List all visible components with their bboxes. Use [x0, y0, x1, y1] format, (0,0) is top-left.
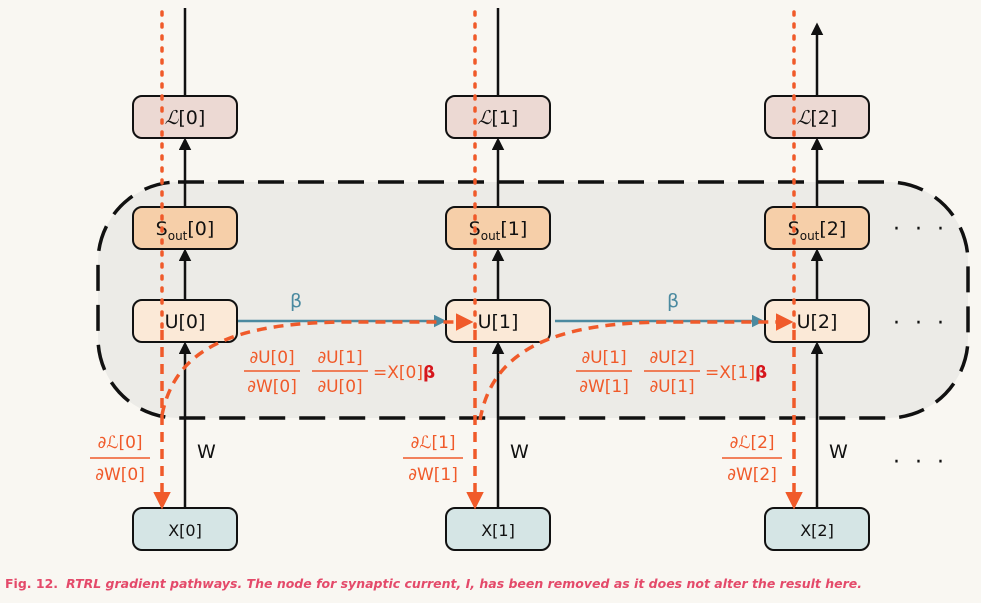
weight-label-1: W [510, 441, 529, 463]
loss-node-2 [764, 95, 870, 139]
loss-node-1 [445, 95, 551, 139]
loss-label-0: ℒ[0] [165, 107, 206, 129]
svg-text:∂U[0]: ∂U[0] [249, 348, 294, 368]
membrane-label-0: U[0] [165, 311, 206, 333]
figure-caption-text: RTRL gradient pathways. The node for syn… [66, 576, 863, 591]
weight-label-0: W [197, 441, 216, 463]
svg-text:∂U[0]: ∂U[0] [317, 377, 362, 397]
svg-text:∂W[1]: ∂W[1] [579, 377, 629, 397]
membrane-node-0 [132, 299, 238, 343]
beta-label-0: β [290, 290, 302, 312]
ellipsis-spike-row: · · · [893, 217, 948, 242]
spike-node-0 [132, 206, 238, 250]
loss-grad-den-1: ∂W[1] [408, 465, 458, 485]
svg-text:∂U[1]: ∂U[1] [581, 348, 626, 368]
input-label-2: X[2] [800, 521, 834, 540]
transition-expr-1: ∂U[1] ∂W[1] ∂U[2] ∂U[1] =X[1]β [576, 348, 767, 397]
grad-path-curve-1 [478, 313, 794, 421]
loss-grad-num-1: ∂ℒ[1] [410, 433, 455, 453]
grad-path-curve-0 [160, 313, 474, 416]
loss-grad-num-2: ∂ℒ[2] [729, 433, 774, 453]
ellipsis-weight-row: · · · [893, 450, 948, 475]
svg-text:∂W[0]: ∂W[0] [247, 377, 297, 397]
loss-grad-num-0: ∂ℒ[0] [97, 433, 142, 453]
transition-expr-0: ∂U[0] ∂W[0] ∂U[1] ∂U[0] =X[0]β [244, 348, 435, 397]
svg-text:∂U[2]: ∂U[2] [649, 348, 694, 368]
loss-grad-den-2: ∂W[2] [727, 465, 777, 485]
rtrl-diagram: Wℒ[0]Sout[0]U[0]X[0]∂ℒ[0]∂W[0]Wℒ[1]Sout[… [90, 8, 970, 551]
input-node-1 [445, 507, 551, 551]
loss-label-2: ℒ[2] [797, 107, 838, 129]
svg-text:∂U[1]: ∂U[1] [317, 348, 362, 368]
weight-label-2: W [829, 441, 848, 463]
input-node-0 [132, 507, 238, 551]
time-step-2: Wℒ[2]Sout[2]U[2]X[2]∂ℒ[2]∂W[2] [722, 10, 870, 551]
svg-text:∂U[1]: ∂U[1] [649, 377, 694, 397]
svg-text:=X[0]β: =X[0]β [373, 363, 435, 383]
loss-grad-den-0: ∂W[0] [95, 465, 145, 485]
time-step-1: Wℒ[1]Sout[1]U[1]X[1]∂ℒ[1]∂W[1] [403, 8, 551, 551]
input-label-0: X[0] [168, 521, 202, 540]
spike-node-1 [445, 206, 551, 250]
membrane-label-2: U[2] [797, 311, 838, 333]
figure-caption: Fig. 12. RTRL gradient pathways. The nod… [5, 576, 975, 591]
input-node-2 [764, 507, 870, 551]
spike-node-2 [764, 206, 870, 250]
ellipsis-membrane-row: · · · [893, 311, 948, 336]
input-label-1: X[1] [481, 521, 515, 540]
svg-text:=X[1]β: =X[1]β [705, 363, 767, 383]
loss-label-1: ℒ[1] [478, 107, 519, 129]
loss-node-0 [132, 95, 238, 139]
figure-label: Fig. 12. [5, 576, 59, 591]
beta-label-1: β [667, 290, 679, 312]
time-step-0: Wℒ[0]Sout[0]U[0]X[0]∂ℒ[0]∂W[0] [90, 8, 238, 551]
membrane-label-1: U[1] [478, 311, 519, 333]
